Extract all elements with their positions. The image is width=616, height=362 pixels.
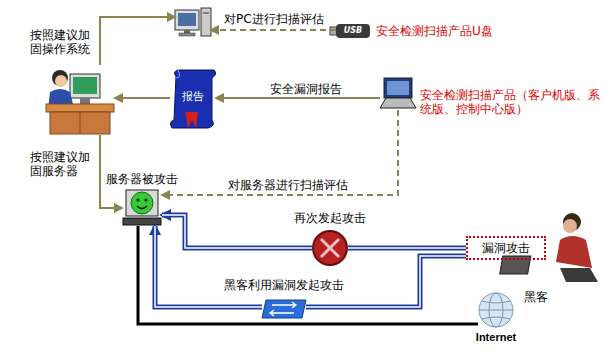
connector-line: [216, 97, 380, 99]
report-node: 报告: [170, 70, 216, 128]
attack-again-node: 再次发起攻击: [312, 230, 348, 266]
server-icon: [123, 190, 161, 225]
connector-line: [348, 246, 466, 251]
laptop-icon: [380, 78, 416, 108]
connector-line: [162, 215, 312, 248]
edge-label: 按照建议加固操作系统: [28, 28, 96, 56]
edge-label: 对服务器进行扫描评估: [226, 178, 350, 192]
connector-line: [162, 215, 312, 248]
connector-line: [155, 226, 262, 307]
node-label: USB: [336, 24, 370, 38]
pc-node: [175, 8, 211, 42]
connector: [100, 135, 122, 208]
internet-node: Internet: [478, 292, 514, 328]
edge-label: 安全漏洞报告: [268, 82, 344, 96]
node-label: 漏洞攻击: [468, 241, 544, 255]
connector-line: [155, 226, 262, 307]
node-label: 再次发起攻击: [280, 211, 380, 225]
connector: [211, 30, 336, 31]
node-label: 黑客: [524, 290, 548, 304]
operator-icon: [46, 70, 114, 134]
usb-node: USB安全检测扫描产品U盘: [336, 24, 370, 38]
connector: [216, 98, 380, 99]
connector: [162, 110, 398, 195]
node-label: 报告: [170, 90, 216, 104]
node-label: 安全检测扫描产品（客户机版、系统版、控制中心版）: [420, 88, 602, 116]
server-node: 服务器被攻击: [122, 190, 162, 226]
pc-icon: [175, 8, 211, 36]
block-circle: [313, 231, 347, 265]
connector: [115, 98, 170, 99]
report-scroll: [170, 70, 215, 128]
edge-label: 按照建议加固服务器: [28, 150, 96, 178]
connector-line: [115, 97, 170, 99]
edge-label: 对PC进行扫描评估: [222, 12, 326, 26]
connector: [100, 17, 175, 65]
globe-icon: [479, 293, 513, 327]
node-label: 服务器被攻击: [92, 172, 192, 186]
connector-line: [211, 29, 336, 31]
hacker-node: 黑客: [546, 210, 600, 284]
connector: [138, 226, 478, 324]
switch-node: 黑客利用漏洞发起攻击: [262, 298, 306, 320]
node-label: 黑客利用漏洞发起攻击: [214, 278, 354, 292]
operator-node: [45, 65, 115, 135]
laptop-node: 安全检测扫描产品（客户机版、系统版、控制中心版）: [380, 78, 416, 110]
node-label: Internet: [466, 330, 526, 344]
connector-line: [348, 247, 466, 249]
switch-icon: [262, 300, 306, 318]
node-label: 安全检测扫描产品U盘: [376, 24, 493, 38]
vuln-attack-box: 漏洞攻击: [466, 236, 546, 260]
connector-line: [100, 135, 122, 208]
connector-line: [100, 17, 175, 65]
connector: [155, 226, 262, 307]
connector-line: [162, 110, 398, 195]
connector: [162, 215, 312, 248]
connector-line: [138, 226, 478, 324]
connector: [348, 248, 466, 249]
